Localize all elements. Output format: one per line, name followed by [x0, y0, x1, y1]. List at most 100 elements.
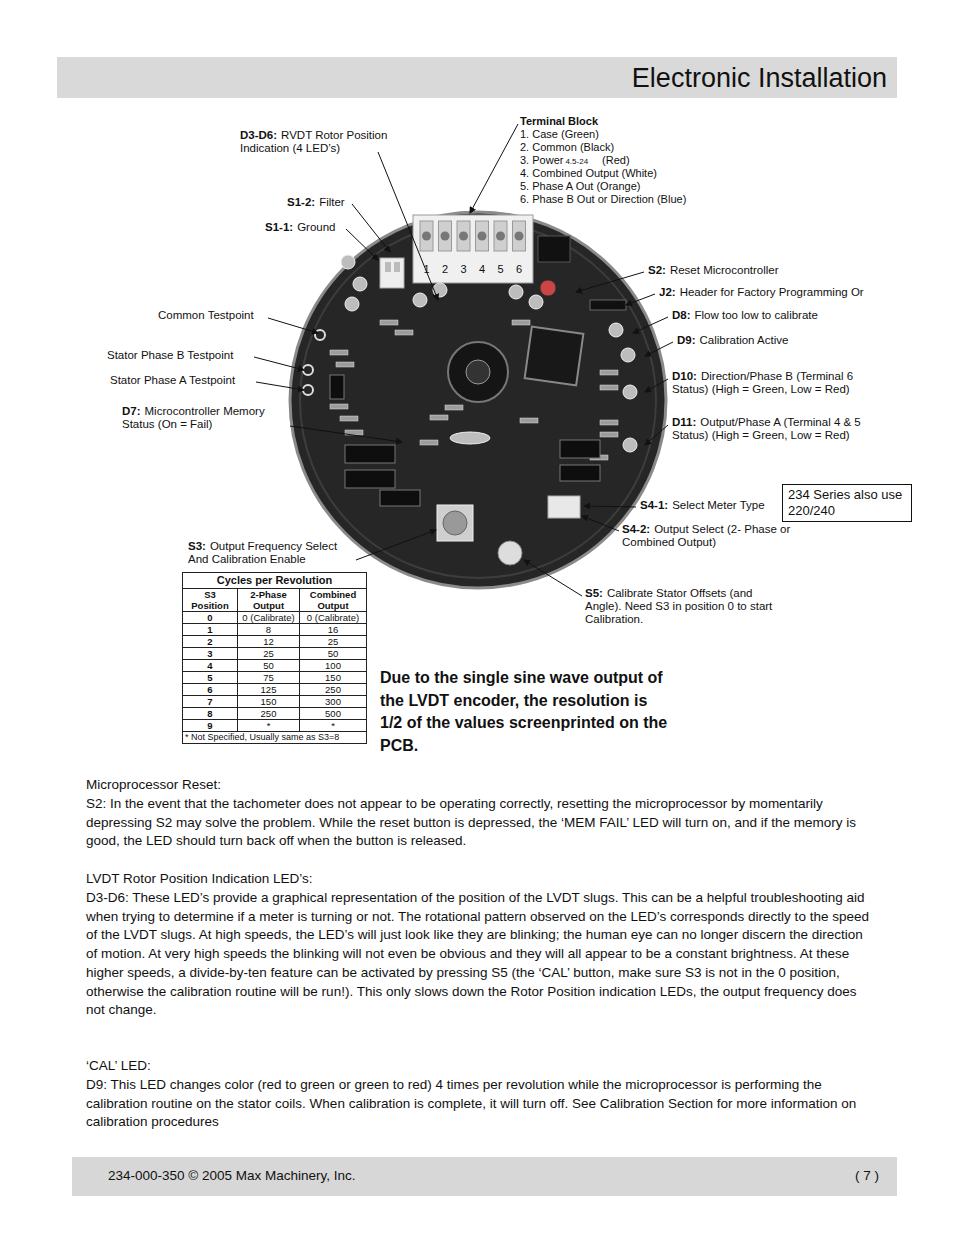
terminal-screw: [459, 232, 468, 241]
callout-text: Output/Phase A (Terminal 4 & 5 Status) (…: [672, 416, 861, 441]
table-cell: 25: [300, 636, 367, 648]
callout-key: S1-2:: [287, 196, 315, 208]
resistor: [340, 416, 358, 421]
footer-band: 234-000-350 © 2005 Max Machinery, Inc.( …: [72, 1157, 897, 1196]
callout-key: D3-D6:: [240, 129, 277, 141]
table-value: 75: [263, 672, 274, 683]
table-cell: 50: [300, 648, 367, 660]
leader-line: [256, 382, 304, 390]
leader-line: [352, 204, 390, 252]
callout-text: 3. Power: [520, 154, 563, 166]
table-value: 8: [207, 708, 212, 719]
table-value: 4: [207, 660, 212, 671]
table-header-cell: S3 Position: [183, 589, 238, 612]
dip-lever: [385, 262, 391, 272]
table-body: Cycles per RevolutionS3 Position2-Phase …: [183, 573, 367, 744]
table-value: 500: [325, 708, 341, 719]
callout-label: D10:Direction/Phase B (Terminal 6 Status…: [672, 370, 882, 396]
table-value: 9: [207, 720, 212, 731]
table-cell: 125: [238, 684, 300, 696]
callout-key: D9:: [677, 334, 696, 346]
table-value: 0 (Calibrate): [307, 612, 359, 623]
table-value: 5: [207, 672, 212, 683]
resistor: [430, 415, 448, 420]
callout-label: Terminal Block: [520, 115, 740, 128]
callout-text: Select Meter Type: [672, 499, 764, 511]
table-value: 50: [328, 648, 339, 659]
leader-line: [524, 560, 582, 596]
table-value: 150: [325, 672, 341, 683]
callout-label: S4-2:Output Select (2- Phase or Combined…: [622, 523, 802, 549]
ic-chip: [560, 440, 600, 458]
note-text: 234 Series also use 220/240: [788, 487, 902, 518]
table-header-cell: 2-Phase Output: [238, 589, 300, 612]
table-value: 0 (Calibrate): [242, 612, 294, 623]
table-cell: 100: [300, 660, 367, 672]
callout-label: 3. Power4.5-24(Red): [520, 154, 740, 168]
center-hole: [466, 360, 490, 384]
callout-text: Reset Microcontroller: [670, 264, 779, 276]
table-cell: 6: [183, 684, 238, 696]
callout-label: Common Testpoint: [158, 309, 278, 322]
callout-label: Stator Phase A Testpoint: [110, 374, 270, 387]
callout-label: S1-2:Filter: [287, 196, 437, 209]
pcb-board: [290, 212, 666, 588]
table-value: 6: [207, 684, 212, 695]
table-value: 25: [263, 648, 274, 659]
table-cell: *: [238, 720, 300, 732]
terminal-screw: [478, 232, 487, 241]
table-cell: 75: [238, 672, 300, 684]
resistor: [336, 362, 354, 367]
callout-label: 1: [420, 263, 433, 276]
header-band: Electronic Installation: [57, 57, 897, 98]
table-header-cell: Combined Output: [300, 589, 367, 612]
table-value: 1: [207, 624, 212, 635]
led: [529, 295, 543, 309]
resistor: [520, 418, 538, 423]
callout-text: 2. Common (Black): [520, 141, 614, 153]
rotary-dial: [443, 511, 467, 535]
callout-label: D9:Calibration Active: [677, 334, 887, 347]
leader-line: [290, 426, 402, 442]
table-footnote: * Not Specified, Usually same as S3=8: [185, 732, 339, 742]
terminal-screw: [441, 232, 450, 241]
table-header: S3 Position: [191, 589, 228, 611]
table-row: * Not Specified, Usually same as S3=8: [183, 732, 367, 744]
leader-line: [346, 229, 378, 260]
table-cell: 8: [183, 708, 238, 720]
callout-label: D3-D6:RVDT Rotor Position Indication (4 …: [240, 129, 418, 155]
callout-key: S4-2:: [622, 523, 650, 535]
led: [623, 438, 637, 452]
table-cell: 150: [300, 672, 367, 684]
table-value: 16: [328, 624, 339, 635]
resistor: [420, 440, 438, 445]
callout-text: (Red): [602, 154, 630, 166]
leader-line: [576, 272, 644, 292]
callout-text: Calibrate Stator Offsets (and Angle). Ne…: [585, 587, 772, 625]
ic-chip: [380, 490, 420, 506]
led: [509, 285, 523, 299]
testpoint: [303, 365, 313, 375]
cycles-table: Cycles per RevolutionS3 Position2-Phase …: [182, 572, 367, 744]
callout-text: Terminal Block: [520, 115, 598, 127]
table-row: S3 Position 2-Phase Output Combined Output: [183, 589, 367, 612]
callout-key: S4-1:: [640, 499, 668, 511]
table-cell: 300: [300, 696, 367, 708]
body-paragraph: D3-D6: These LED’s provide a graphical r…: [86, 889, 871, 1020]
table-cell: 9: [183, 720, 238, 732]
terminal-slot: [439, 221, 452, 251]
callout-label: 4: [476, 263, 489, 276]
leader-line: [645, 342, 673, 356]
table-cell: 250: [300, 684, 367, 696]
terminal-slot: [494, 221, 507, 251]
resistor: [600, 370, 618, 375]
ic-chip: [345, 445, 395, 463]
callout-text: 4. Combined Output (White): [520, 167, 657, 179]
table-header: 2-Phase Output: [250, 589, 286, 611]
led: [621, 348, 635, 362]
led: [433, 283, 447, 297]
table-header: Combined Output: [310, 589, 356, 611]
led: [345, 297, 359, 311]
table-cell: 12: [238, 636, 300, 648]
